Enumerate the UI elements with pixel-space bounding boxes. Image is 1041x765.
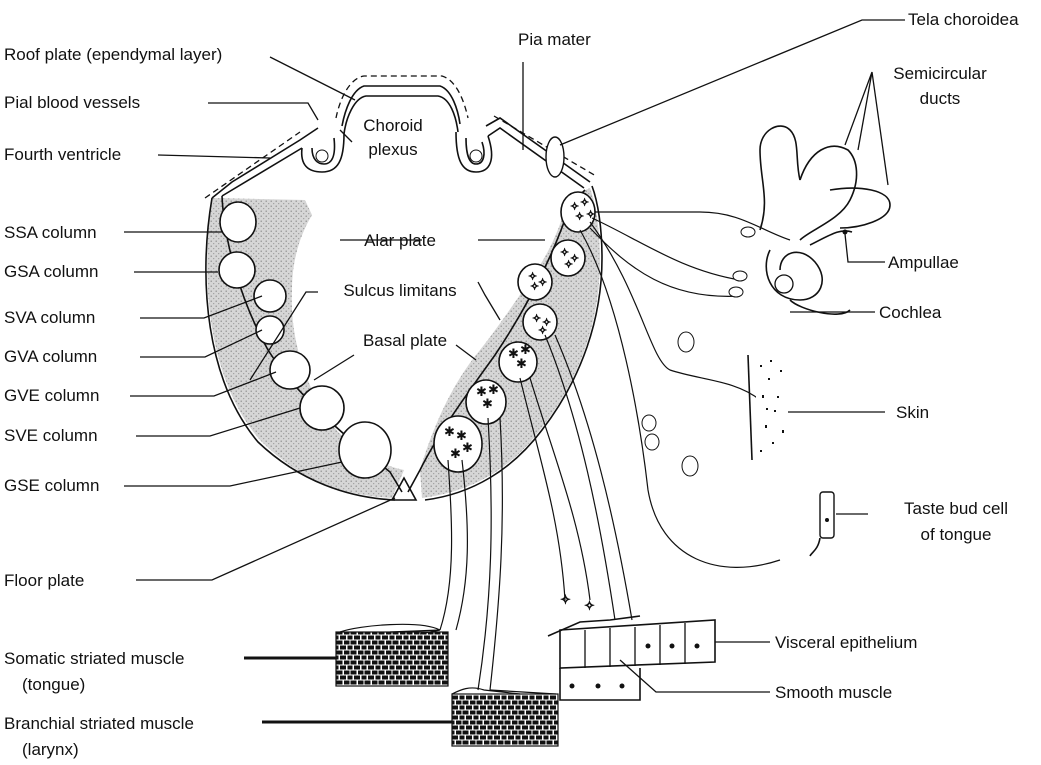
- label-semicircular-ducts-line1: Semicircular: [893, 64, 987, 83]
- label-cochlea: Cochlea: [879, 303, 942, 322]
- label-branchial-muscle-line2: (larynx): [22, 740, 79, 759]
- label-ampullae: Ampullae: [888, 253, 959, 272]
- label-roof-plate: Roof plate (ependymal layer): [4, 45, 222, 64]
- label-somatic-muscle-line1: Somatic striated muscle: [4, 649, 184, 668]
- label-taste-bud-line2: of tongue: [921, 525, 992, 544]
- gsa-column-nucleus: [219, 252, 255, 288]
- label-choroid-plexus-line1: Choroid: [363, 116, 423, 135]
- gse-column-nucleus: [339, 422, 391, 478]
- label-semicircular-ducts-line2: ducts: [920, 89, 961, 108]
- svg-text:✧: ✧: [560, 593, 571, 608]
- label-sulcus-limitans: Sulcus limitans: [343, 281, 456, 300]
- svg-text:✧: ✧: [538, 324, 547, 337]
- label-alar-plate: Alar plate: [364, 231, 436, 250]
- gva-column-nucleus: [256, 316, 284, 344]
- label-gse-column: GSE column: [4, 476, 99, 495]
- label-pial-blood-vessels: Pial blood vessels: [4, 93, 140, 112]
- label-ssa-column: SSA column: [4, 223, 97, 242]
- label-smooth-muscle: Smooth muscle: [775, 683, 892, 702]
- label-fourth-ventricle: Fourth ventricle: [4, 145, 121, 164]
- right-gse-nucleus: [434, 416, 482, 472]
- label-basal-plate: Basal plate: [363, 331, 447, 350]
- label-skin: Skin: [896, 403, 929, 422]
- label-tela-choroidea: Tela choroidea: [908, 10, 1019, 29]
- svg-text:✧: ✧: [584, 599, 595, 614]
- label-somatic-muscle-line2: (tongue): [22, 675, 85, 694]
- label-gve-column: GVE column: [4, 386, 99, 405]
- svg-text:✧: ✧: [575, 210, 584, 223]
- label-sve-column: SVE column: [4, 426, 98, 445]
- svg-text:✧: ✧: [538, 276, 547, 289]
- label-gva-column: GVA column: [4, 347, 97, 366]
- svg-text:✱: ✱: [482, 397, 493, 412]
- label-floor-plate: Floor plate: [4, 571, 84, 590]
- choroid-plexus-right: [456, 132, 492, 172]
- skin-block: [748, 355, 786, 460]
- tela-choroidea-structure: [546, 137, 564, 177]
- somatic-muscle-block: [336, 624, 448, 686]
- taste-bud-cell: [810, 492, 834, 556]
- label-visceral-epithelium: Visceral epithelium: [775, 633, 917, 652]
- inner-ear: [760, 126, 890, 314]
- ssa-column-nucleus: [220, 202, 256, 242]
- svg-text:✱: ✱: [520, 343, 531, 358]
- branchial-muscle-block: [452, 688, 558, 746]
- svg-text:✱: ✱: [450, 447, 461, 462]
- label-taste-bud-line1: Taste bud cell: [904, 499, 1008, 518]
- label-gsa-column: GSA column: [4, 262, 99, 281]
- sve-column-nucleus: [300, 386, 344, 430]
- label-sva-column: SVA column: [4, 308, 95, 327]
- pia-mater-dashed: [205, 76, 596, 198]
- sva-column-nucleus: [254, 280, 286, 312]
- svg-text:✧: ✧: [530, 280, 539, 293]
- svg-text:✱: ✱: [516, 357, 527, 372]
- label-pia-mater: Pia mater: [518, 30, 591, 49]
- svg-text:✱: ✱: [462, 441, 473, 456]
- label-branchial-muscle-line1: Branchial striated muscle: [4, 714, 194, 733]
- svg-text:✱: ✱: [488, 383, 499, 398]
- svg-text:✧: ✧: [564, 258, 573, 271]
- label-choroid-plexus-line2: plexus: [368, 140, 417, 159]
- gve-column-nucleus: [270, 351, 310, 389]
- choroid-plexus-left: [302, 134, 344, 172]
- visceral-epithelium-block: [548, 616, 715, 700]
- svg-text:✱: ✱: [444, 425, 455, 440]
